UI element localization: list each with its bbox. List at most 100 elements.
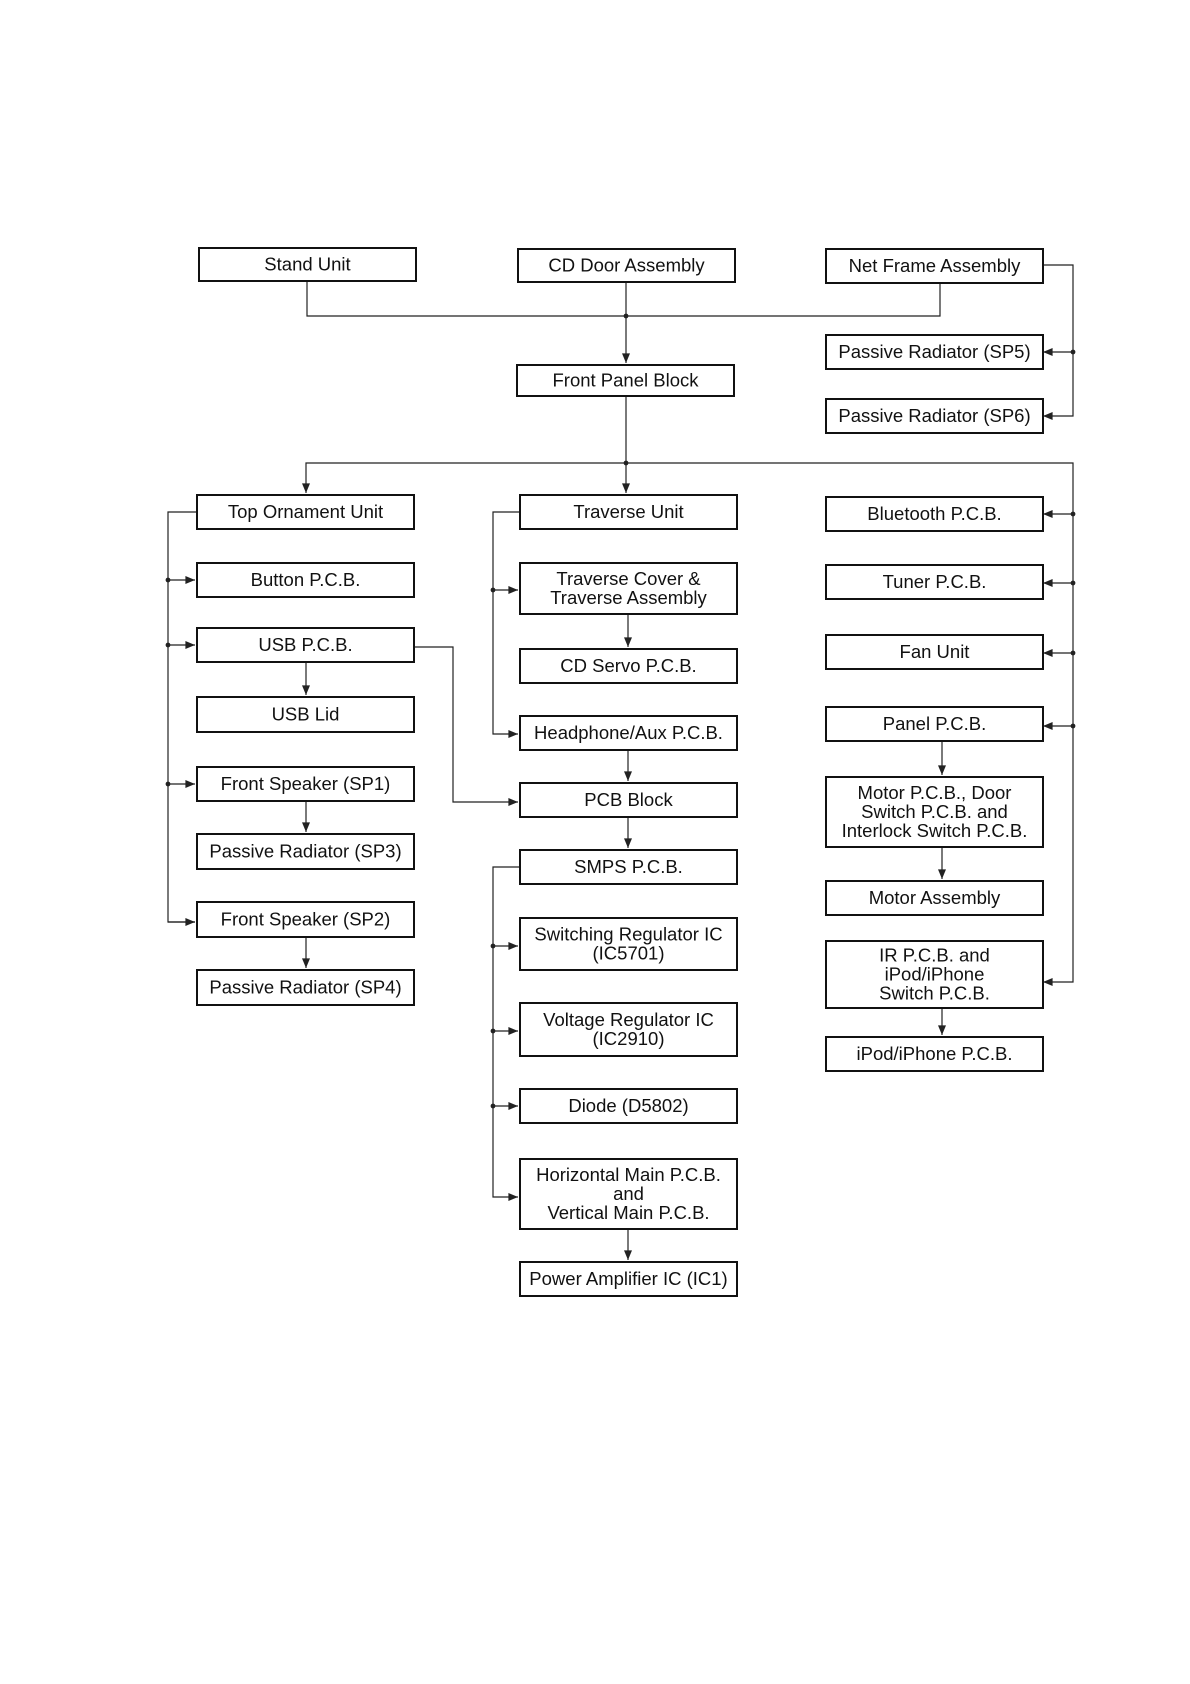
box-frame — [825, 634, 1044, 670]
arrowhead — [1043, 978, 1053, 986]
box-frame — [519, 849, 738, 885]
box-label: Panel P.C.B. — [883, 713, 987, 734]
connector-line — [492, 866, 520, 1198]
box-label: Fan Unit — [900, 641, 970, 662]
junction-dot — [490, 943, 496, 949]
arrowhead — [185, 918, 195, 926]
box-label: Front Speaker (SP1) — [221, 773, 391, 794]
box-label: Motor P.C.B., Door — [858, 782, 1012, 803]
box-frame — [519, 648, 738, 684]
box-top-ornament-unit: Top Ornament Unit — [196, 494, 415, 530]
box-label: Motor Assembly — [869, 887, 1001, 908]
junction-dot — [165, 781, 171, 787]
box-label: Interlock Switch P.C.B. — [842, 820, 1028, 841]
arrowhead — [508, 730, 518, 738]
arrowhead — [938, 765, 946, 775]
box-label: Voltage Regulator IC — [543, 1009, 714, 1030]
box-frame — [825, 564, 1044, 600]
top-collector-line — [306, 281, 941, 317]
junction-dot — [623, 313, 629, 319]
box-frame — [519, 917, 738, 971]
junction-dot — [623, 460, 629, 466]
junction-dot — [1070, 723, 1076, 729]
box-button-pcb: Button P.C.B. — [196, 562, 415, 598]
box-front-panel-block: Front Panel Block — [516, 364, 735, 397]
box-frame — [519, 715, 738, 751]
box-front-speaker-sp1: Front Speaker (SP1) — [196, 766, 415, 802]
box-frame — [519, 1158, 738, 1230]
arrowhead — [302, 483, 310, 493]
box-label: Front Panel Block — [552, 370, 699, 391]
box-label: Vertical Main P.C.B. — [547, 1202, 709, 1223]
box-traverse-cover-assembly: Traverse Cover &Traverse Assembly — [519, 562, 738, 615]
box-label: PCB Block — [584, 789, 673, 810]
box-passive-radiator-sp6: Passive Radiator (SP6) — [825, 398, 1044, 434]
box-label: Diode (D5802) — [568, 1095, 688, 1116]
box-cd-servo-pcb: CD Servo P.C.B. — [519, 648, 738, 684]
box-label: Headphone/Aux P.C.B. — [534, 722, 723, 743]
box-label: Stand Unit — [264, 254, 350, 275]
box-label: iPod/iPhone P.C.B. — [857, 1043, 1013, 1064]
box-voltage-regulator-ic: Voltage Regulator IC(IC2910) — [519, 1002, 738, 1057]
box-tuner-pcb: Tuner P.C.B. — [825, 564, 1044, 600]
box-label: Front Speaker (SP2) — [221, 909, 391, 930]
box-usb-pcb: USB P.C.B. — [196, 627, 415, 663]
box-frame — [825, 880, 1044, 916]
box-label: iPod/iPhone — [885, 964, 985, 985]
junction-dot — [165, 642, 171, 648]
box-front-speaker-sp2: Front Speaker (SP2) — [196, 901, 415, 938]
box-headphone-aux-pcb: Headphone/Aux P.C.B. — [519, 715, 738, 751]
arrowhead — [624, 1250, 632, 1260]
arrowhead — [1043, 649, 1053, 657]
box-passive-radiator-sp3: Passive Radiator (SP3) — [196, 833, 415, 870]
arrowhead — [508, 1027, 518, 1035]
box-ipod-iphone-pcb: iPod/iPhone P.C.B. — [825, 1036, 1044, 1072]
arrowhead — [185, 780, 195, 788]
box-frame — [196, 562, 415, 598]
box-passive-radiator-sp5: Passive Radiator (SP5) — [825, 334, 1044, 370]
box-pcb-block: PCB Block — [519, 782, 738, 818]
box-label: SMPS P.C.B. — [574, 856, 683, 877]
box-frame — [825, 706, 1044, 742]
arrowhead — [624, 637, 632, 647]
box-frame — [198, 247, 417, 282]
box-label: Horizontal Main P.C.B. — [536, 1164, 721, 1185]
junction-dot — [490, 1028, 496, 1034]
arrowhead — [302, 958, 310, 968]
box-switching-regulator-ic: Switching Regulator IC(IC5701) — [519, 917, 738, 971]
arrowhead — [624, 771, 632, 781]
box-label: Passive Radiator (SP3) — [209, 841, 401, 862]
box-label: Power Amplifier IC (IC1) — [529, 1268, 727, 1289]
box-frame — [519, 1088, 738, 1124]
box-label: Button P.C.B. — [251, 569, 361, 590]
box-fan-unit: Fan Unit — [825, 634, 1044, 670]
box-label: Traverse Unit — [573, 501, 683, 522]
arrowhead — [508, 1193, 518, 1201]
box-frame — [825, 398, 1044, 434]
box-label: Tuner P.C.B. — [883, 571, 987, 592]
box-smps-pcb: SMPS P.C.B. — [519, 849, 738, 885]
box-frame — [196, 627, 415, 663]
arrowhead — [938, 869, 946, 879]
box-motor-assembly: Motor Assembly — [825, 880, 1044, 916]
junction-dot — [1070, 580, 1076, 586]
box-label: Passive Radiator (SP4) — [209, 977, 401, 998]
arrowhead — [1043, 348, 1053, 356]
box-frame — [825, 496, 1044, 532]
front-panel-bus — [305, 462, 1074, 983]
box-diode-d5802: Diode (D5802) — [519, 1088, 738, 1124]
junction-dot — [1070, 650, 1076, 656]
box-label: Traverse Assembly — [550, 587, 707, 608]
box-stand-unit: Stand Unit — [198, 247, 417, 282]
junction-dot — [490, 587, 496, 593]
box-label: Switch P.C.B. — [879, 983, 990, 1004]
box-label: Bluetooth P.C.B. — [867, 503, 1001, 524]
box-frame — [517, 248, 736, 283]
box-label: (IC5701) — [593, 943, 665, 964]
junction-dot — [1070, 349, 1076, 355]
box-frame — [519, 1002, 738, 1057]
box-frame — [825, 940, 1044, 1009]
